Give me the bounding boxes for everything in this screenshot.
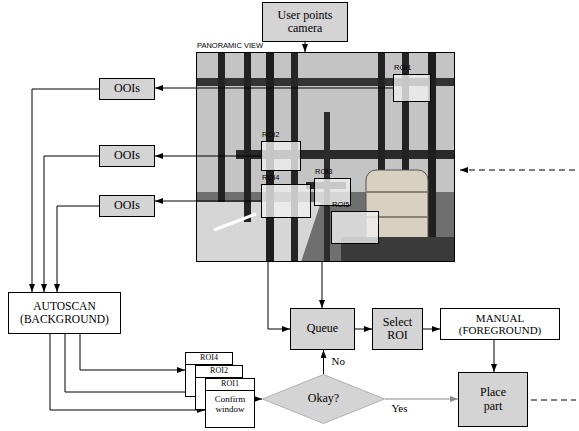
process-box: OOIs	[99, 145, 155, 167]
box-label: User points camera	[269, 9, 341, 35]
flow-arrow	[50, 334, 205, 410]
flow-arrow	[155, 156, 261, 157]
window-title: ROI4	[186, 353, 232, 365]
box-label: Okay?	[262, 392, 385, 405]
flow-arrow	[44, 156, 99, 292]
photo-pipe	[378, 52, 385, 172]
window-title: ROI1	[206, 379, 254, 391]
decision-diamond: Okay?	[262, 374, 385, 424]
roi-label: ROI4	[262, 174, 280, 182]
box-label: OOIs	[104, 149, 150, 162]
process-box: OOIs	[99, 78, 155, 100]
flow-arrow	[155, 201, 261, 202]
flow-arrow	[32, 89, 99, 292]
box-label: Select ROI	[377, 316, 418, 342]
roi-box: ROI1	[393, 74, 431, 102]
box-label: AUTOSCAN (BACKGROUND)	[13, 300, 116, 325]
roi-box: ROI2	[261, 141, 301, 171]
flow-arrow	[355, 329, 372, 330]
flow-arrow	[385, 399, 458, 400]
box-label: MANUAL (FOREGROUND)	[445, 312, 555, 336]
box-label: Queue	[295, 322, 350, 335]
window-title: ROI2	[196, 366, 242, 378]
window-body: Confirm window	[206, 391, 254, 415]
photo-pipe	[244, 52, 251, 222]
dashed-line	[531, 400, 576, 401]
process-box: Select ROI	[372, 308, 423, 350]
roi-box: ROI5	[331, 211, 379, 244]
box-label: OOIs	[104, 199, 150, 212]
view-heading: PANORAMIC VIEW	[197, 42, 263, 50]
decision-diamond-shape	[263, 375, 385, 424]
process-box: OOIs	[99, 195, 155, 217]
roi-label: ROI3	[315, 168, 333, 176]
box-label: Place part	[473, 386, 513, 412]
flow-arrow	[322, 262, 323, 308]
photo-cable	[214, 214, 256, 230]
process-box: AUTOSCAN (BACKGROUND)	[8, 292, 121, 334]
roi-label: ROI5	[332, 201, 350, 209]
flow-arrow	[65, 334, 195, 392]
process-box: User points camera	[262, 2, 348, 42]
confirm-window: ROI1Confirm window	[205, 378, 255, 428]
process-box: Place part	[458, 372, 528, 427]
flow-arrow	[57, 206, 99, 292]
dashed-arrow	[460, 170, 575, 171]
flow-arrow	[255, 399, 262, 400]
flow-arrow	[305, 42, 306, 52]
box-label: OOIs	[104, 82, 150, 95]
flow-arrow	[80, 334, 185, 370]
flow-arrow	[268, 262, 290, 329]
photo-tank-band	[366, 191, 428, 193]
edge-label: Yes	[390, 402, 410, 414]
flow-arrow	[423, 329, 440, 330]
process-box: MANUAL (FOREGROUND)	[440, 308, 560, 340]
roi-box: ROI4	[261, 184, 311, 218]
photo-pipe	[218, 52, 225, 202]
flow-arrow	[155, 88, 393, 89]
photo-ground	[196, 52, 455, 262]
process-box: Queue	[290, 308, 355, 350]
flow-arrow	[494, 340, 495, 372]
flow-arrow	[323, 350, 324, 374]
edge-label: No	[330, 355, 347, 367]
roi-label: ROI1	[394, 64, 412, 72]
panoramic-view: ROI1ROI2ROI3ROI4ROI5PANORAMIC VIEW	[196, 52, 455, 262]
roi-label: ROI2	[262, 131, 280, 139]
